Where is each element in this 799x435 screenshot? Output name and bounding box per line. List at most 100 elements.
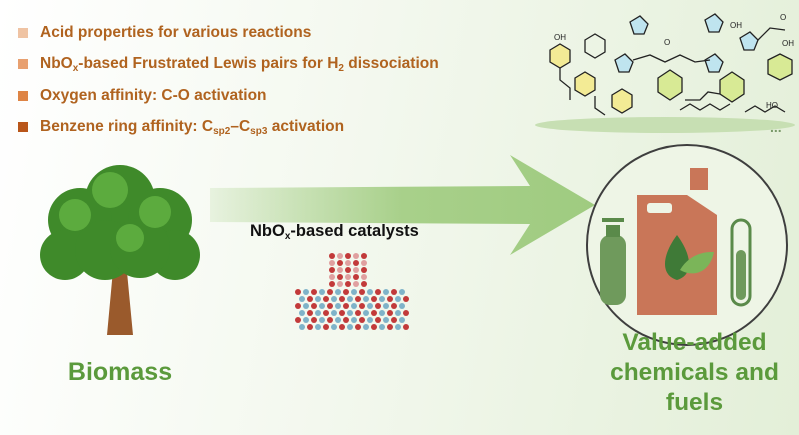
lattice-atom [375,289,381,295]
catalyst-label: NbOx-based catalysts [250,222,419,242]
lattice-atom [351,303,357,309]
svg-text:OH: OH [730,21,742,30]
lattice-atom [331,310,337,316]
lattice-atom [335,317,341,323]
catalyst-structure-icon [295,253,409,330]
bullet-flp: NbOx-based Frustrated Lewis pairs for H2… [18,49,439,81]
lattice-atom [343,303,349,309]
cluster-atom [353,274,359,280]
cluster-atom [353,260,359,266]
lattice-atom [395,310,401,316]
fuel-can-icon [637,168,717,315]
lattice-atom [307,310,313,316]
bullet-marker [18,27,28,38]
lattice-atom [319,289,325,295]
lattice-atom [351,317,357,323]
lattice-atom [343,289,349,295]
lattice-atom [355,296,361,302]
lattice-atom [327,317,333,323]
lattice-atom [355,324,361,330]
bullet-benzene: Benzene ring affinity: Csp2–Csp3 activat… [18,112,439,144]
bullet-text: NbOx-based Frustrated Lewis pairs for H2… [40,54,439,74]
lattice-atom [379,324,385,330]
lattice-atom [383,289,389,295]
lattice-atom [315,296,321,302]
bullet-text: Benzene ring affinity: Csp2–Csp3 activat… [40,117,345,137]
lattice-atom [295,303,301,309]
lattice-atom [371,324,377,330]
lattice-atom [307,296,313,302]
biomass-label: Biomass [67,358,173,386]
products-circle [586,144,788,346]
lattice-atom [371,310,377,316]
molecules-panel: OH O OH O OH HO ... [535,13,795,135]
cluster-atom [329,281,335,287]
svg-text:HO: HO [766,101,778,110]
lattice-atom [363,324,369,330]
lattice-atom [399,317,405,323]
cluster-atom [337,253,343,259]
lattice-atom [303,289,309,295]
lattice-atom [403,296,409,302]
lattice-atom [315,310,321,316]
lattice-atom [391,303,397,309]
svg-text:OH: OH [554,33,566,42]
gas-cylinder-icon [600,218,626,305]
lattice-atom [339,296,345,302]
bullet-marker [18,59,28,70]
lattice-atom [367,317,373,323]
bullet-marker [18,122,28,133]
lattice-atom [387,324,393,330]
lattice-atom [347,324,353,330]
lattice-atom [343,317,349,323]
lattice-atom [391,317,397,323]
lattice-atom [311,289,317,295]
cluster-atom [345,253,351,259]
cluster-atom [337,267,343,273]
cluster-atom [345,274,351,280]
lattice-atom [331,296,337,302]
lattice-atom [363,296,369,302]
lattice-atom [339,324,345,330]
lattice-atom [339,310,345,316]
lattice-atom [311,303,317,309]
svg-text:OH: OH [782,39,794,48]
lattice-atom [399,289,405,295]
lattice-atom [359,303,365,309]
lattice-atom [319,317,325,323]
lattice-atom [323,310,329,316]
lattice-atom [335,289,341,295]
cluster-atom [361,267,367,273]
cluster-atom [337,260,343,266]
bullet-text: Acid properties for various reactions [40,23,312,41]
lattice-atom [299,296,305,302]
cluster-atom [329,267,335,273]
lattice-atom [367,303,373,309]
cluster-atom [353,253,359,259]
lattice-atom [299,310,305,316]
lattice-atom [295,289,301,295]
test-tube-icon [730,218,752,307]
lattice-atom [403,324,409,330]
lattice-atom [403,310,409,316]
lattice-atom [387,296,393,302]
lattice-atom [359,289,365,295]
cluster-atom [337,281,343,287]
bullet-oxygen: Oxygen affinity: C-O activation [18,80,439,112]
process-arrow [210,155,595,255]
cluster-atom [353,267,359,273]
lattice-atom [347,296,353,302]
lattice-atom [311,317,317,323]
lattice-atom [347,310,353,316]
cluster-atom [345,281,351,287]
lattice-atom [379,310,385,316]
lattice-atom [303,317,309,323]
bullet-acid: Acid properties for various reactions [18,17,439,49]
lattice-atom [303,303,309,309]
lattice-atom [387,310,393,316]
cluster-atom [329,260,335,266]
lattice-atom [375,317,381,323]
lattice-atom [383,317,389,323]
cluster-atom [361,274,367,280]
